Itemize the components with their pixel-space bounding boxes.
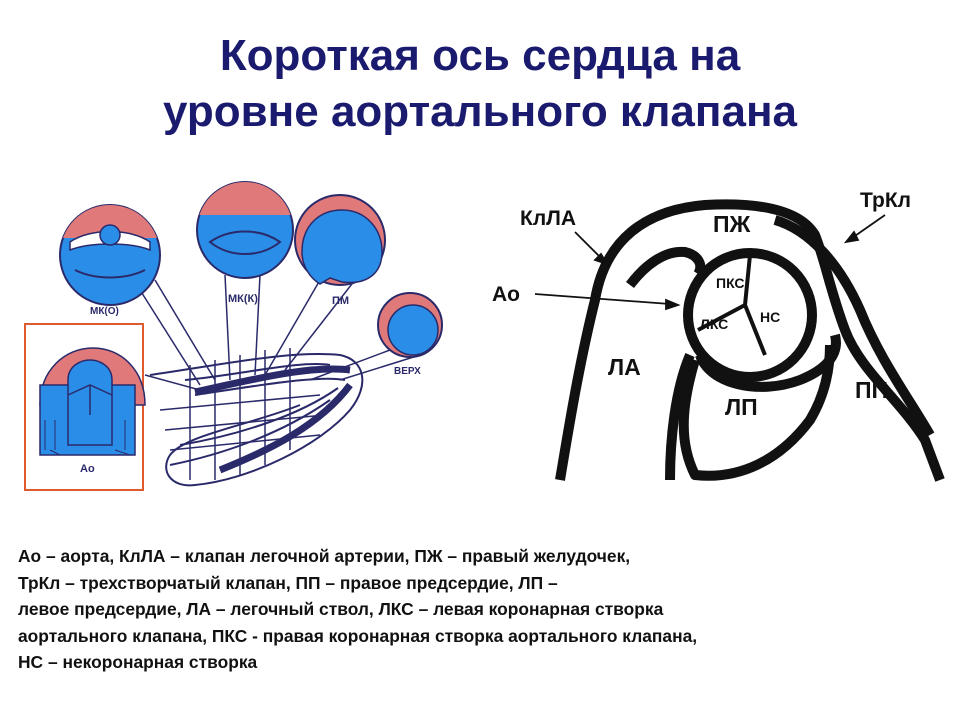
page-title: Короткая ось сердца на уровне аортальног… <box>0 28 960 140</box>
apex-label: ВЕРХ <box>394 366 421 377</box>
mk-closed-label: МК(К) <box>228 293 258 305</box>
pm-label: ПМ <box>332 295 349 307</box>
apex-disc <box>377 292 443 358</box>
ao-right-label: Ао <box>492 283 520 306</box>
lks-label: ЛКС <box>700 316 728 332</box>
heart-sketch-bold <box>194 365 353 474</box>
pks-label: ПКС <box>716 275 745 291</box>
short-axis-schematic: КлЛА ТрКл ПЖ Ао ПКС ЛКС НС ЛА ЛП ПП <box>492 189 945 482</box>
pm-disc <box>294 194 386 286</box>
mk-open-disc <box>59 204 161 306</box>
title-line-2: уровне аортального клапана <box>162 87 797 136</box>
ao-left-label: Ао <box>80 463 95 475</box>
lp-label: ЛП <box>725 394 758 420</box>
plane-connector-lines <box>139 274 421 391</box>
ns-label: НС <box>760 309 780 325</box>
mk-closed-disc <box>196 181 294 279</box>
pp-label: ПП <box>855 377 888 403</box>
title-line-1: Короткая ось сердца на <box>219 31 741 80</box>
legend-line-4: аортального клапана, ПКС - правая корона… <box>18 625 698 646</box>
ao-highlight-frame <box>24 323 144 491</box>
legend: Ао – аорта, КлЛА – клапан легочной артер… <box>18 543 948 676</box>
legend-line-5: НС – некоронарная створка <box>18 652 258 672</box>
legend-line-1: Ао – аорта, КлЛА – клапан легочной артер… <box>18 546 631 566</box>
echo-planes-illustration: МК(О) МК(К) ПМ ВЕРХ Ао <box>24 181 443 491</box>
heart-outline <box>555 199 945 482</box>
aortic-valve <box>683 248 817 382</box>
annotation-arrows <box>534 214 886 311</box>
ao-plane-illustration <box>39 347 146 456</box>
mk-open-label: МК(О) <box>90 306 119 317</box>
klla-label: КлЛА <box>520 207 576 230</box>
trkl-label: ТрКл <box>860 189 911 212</box>
legend-line-2: ТрКл – трехстворчатый клапан, ПП – право… <box>18 572 558 593</box>
la-label: ЛА <box>608 354 641 380</box>
pzh-label: ПЖ <box>713 211 751 237</box>
legend-line-3: левое предсердие, ЛА – легочный ствол, Л… <box>18 599 664 619</box>
